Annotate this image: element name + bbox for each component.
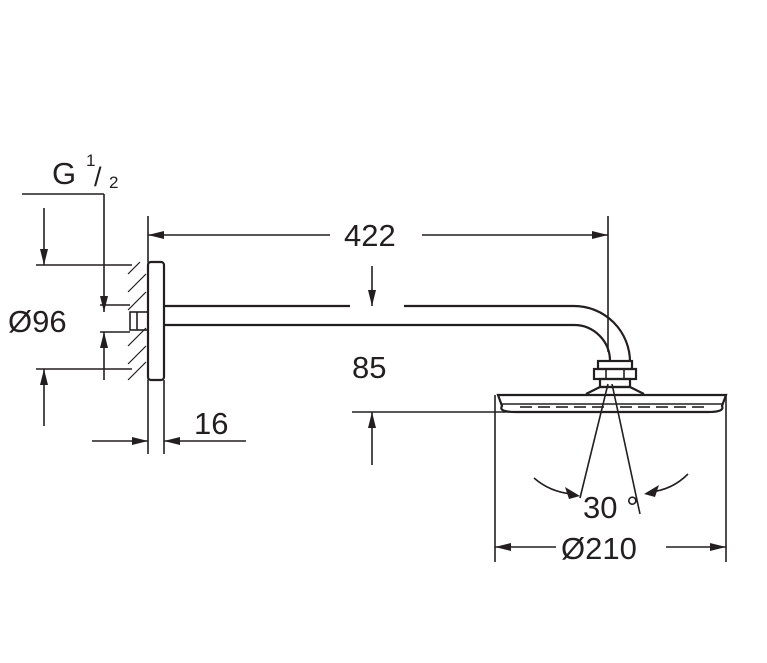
tilt-angle-dimension: 30 ° bbox=[533, 383, 689, 525]
head-diameter-label: Ø210 bbox=[561, 531, 637, 566]
thread-slash: / bbox=[94, 162, 102, 192]
flange-depth-label: 16 bbox=[194, 406, 228, 441]
wall-hatching bbox=[127, 261, 149, 381]
arm-length-dimension: 422 bbox=[147, 216, 609, 352]
thread-numerator: 1 bbox=[86, 151, 95, 170]
flange-diameter-dimension: Ø96 bbox=[8, 208, 132, 426]
flange-depth-dimension: 16 bbox=[92, 380, 246, 454]
drop-height-dimension: 85 bbox=[352, 266, 596, 465]
wall-flange bbox=[129, 260, 166, 382]
drop-height-label: 85 bbox=[352, 350, 386, 385]
thread-label: G bbox=[52, 156, 76, 191]
arm-length-label: 422 bbox=[344, 218, 396, 253]
tilt-angle-label: 30 ° bbox=[583, 490, 639, 525]
shower-head bbox=[496, 359, 728, 414]
flange-diameter-label: Ø96 bbox=[8, 304, 67, 339]
head-diameter-dimension: Ø210 bbox=[494, 395, 727, 566]
thread-dimension: G 1 / 2 bbox=[22, 151, 118, 312]
thread-denominator: 2 bbox=[109, 173, 118, 192]
shower-arm bbox=[164, 304, 632, 363]
